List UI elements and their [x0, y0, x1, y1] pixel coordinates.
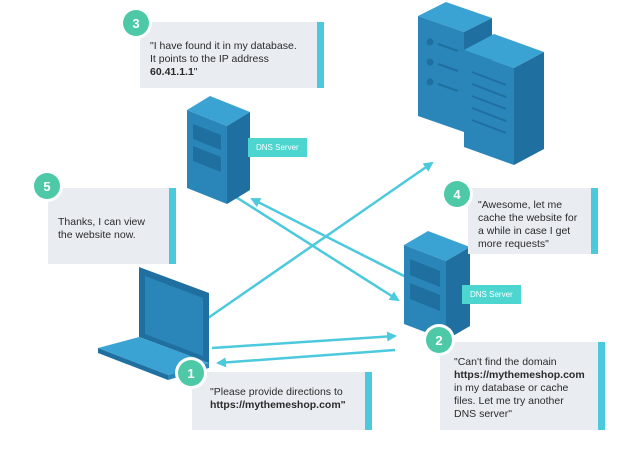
step-5-line-2: the website now.: [58, 229, 136, 241]
step-3-card: "I have found it in my database. It poin…: [140, 22, 324, 88]
step-4-badge: 4: [444, 181, 470, 207]
step-3-line-2: It points to the IP address 60.41.1.1": [150, 53, 269, 78]
step-1-card: "Please provide directions to https://my…: [192, 372, 372, 430]
step-4-card: "Awesome, let me cache the website for a…: [468, 188, 598, 254]
step-4-line-2: cache the website for: [478, 212, 578, 224]
step-4-line-1: "Awesome, let me: [478, 199, 563, 211]
dns-server-tag-top: DNS Server: [248, 138, 307, 157]
arrow-laptop-to-web: [207, 161, 434, 320]
step-4-line-3: a while in case I get: [478, 225, 571, 237]
server-rack-icon: [464, 34, 544, 165]
arrow-laptop-to-dns: [211, 331, 397, 350]
step-2-line-4: files. Let me try another: [454, 395, 564, 407]
step-1-badge: 1: [178, 360, 204, 386]
arrow-dns-to-dns: [227, 190, 400, 302]
step-5-card: Thanks, I can view the website now.: [48, 188, 176, 264]
step-2-line-5: DNS server": [454, 408, 512, 420]
arrow-dns-to-laptop: [216, 348, 396, 368]
step-3-line-1: "I have found it in my database.: [150, 40, 297, 52]
step-2-line-1: "Can't find the domain: [454, 356, 557, 368]
step-1-line-1: "Please provide directions to: [210, 386, 343, 398]
arrow-dns-back: [250, 197, 409, 280]
step-2-card: "Can't find the domain https://mythemesh…: [440, 342, 605, 430]
step-1-line-2: https://mythemeshop.com": [210, 399, 346, 411]
step-2-line-3: in my database or cache: [454, 382, 569, 394]
step-2-line-2: https://mythemeshop.com: [454, 369, 585, 381]
step-4-line-4: more requests": [478, 238, 549, 250]
step-3-badge: 3: [123, 10, 149, 36]
server-tower-icon: [187, 96, 250, 204]
ip-address: 60.41.1.1: [150, 66, 194, 78]
step-5-badge: 5: [34, 173, 60, 199]
step-2-badge: 2: [426, 327, 452, 353]
step-5-line-1: Thanks, I can view: [58, 216, 145, 228]
arrows: [207, 161, 434, 368]
server-tower-icon: [404, 231, 470, 340]
dns-server-tag-right: DNS Server: [462, 285, 521, 304]
